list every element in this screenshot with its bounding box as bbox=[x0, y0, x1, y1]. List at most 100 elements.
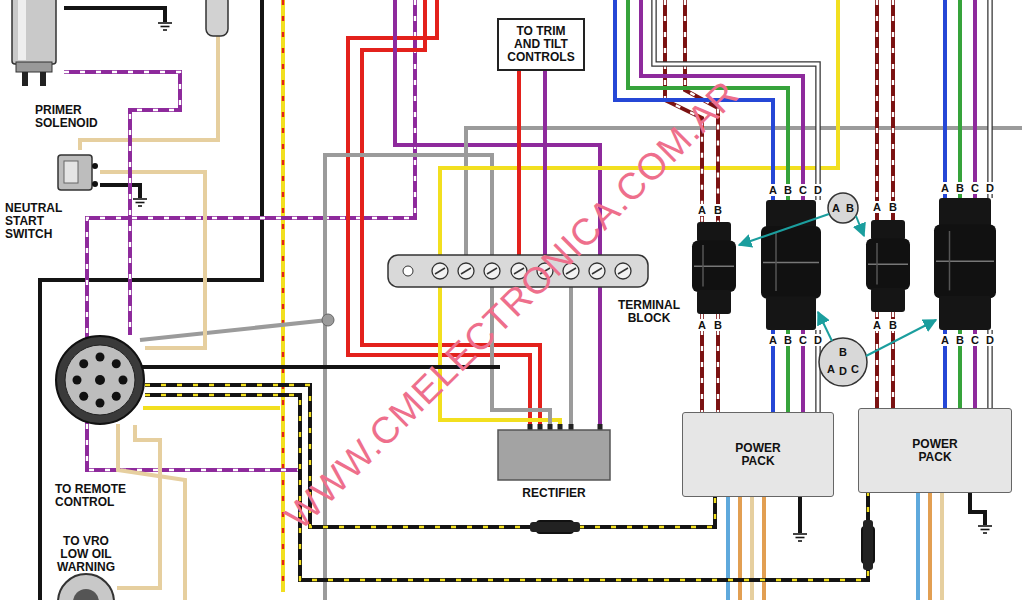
remote-control-connector-figure bbox=[55, 335, 145, 425]
wire bbox=[140, 320, 328, 340]
power-pack: POWER PACK bbox=[858, 408, 1012, 493]
pin-letter: A bbox=[872, 201, 882, 213]
terminal-screw bbox=[563, 263, 579, 279]
vro-connector-figure bbox=[55, 572, 117, 600]
part-label: TO VRO LOW OIL WARNING bbox=[51, 535, 121, 574]
part-label: RECTIFIER bbox=[498, 487, 610, 500]
solenoid-cap bbox=[16, 62, 52, 72]
leader-arrow bbox=[866, 320, 936, 356]
terminal-block: TERMINAL BLOCK bbox=[388, 255, 648, 287]
wire bbox=[40, 0, 262, 600]
wire-connector bbox=[543, 71, 547, 255]
wire bbox=[64, 8, 165, 22]
wire-connector bbox=[145, 395, 868, 580]
ground-line bbox=[163, 29, 167, 31]
plug-collar bbox=[871, 220, 905, 240]
terminal-screw bbox=[432, 263, 448, 279]
callout-face bbox=[828, 193, 858, 223]
wire bbox=[989, 0, 992, 198]
screw-slot bbox=[540, 268, 550, 274]
pin-letter: B bbox=[955, 182, 965, 194]
pin-hole bbox=[79, 359, 88, 368]
pin-hole bbox=[96, 399, 105, 408]
pin-letter: B bbox=[888, 201, 898, 213]
wire bbox=[875, 0, 879, 220]
pin-letter: A bbox=[768, 334, 778, 346]
wire bbox=[615, 0, 773, 200]
wire bbox=[325, 155, 492, 600]
ground-line bbox=[981, 529, 990, 531]
wire-stripe bbox=[892, 0, 894, 220]
wire-connector bbox=[100, 172, 205, 348]
wire bbox=[738, 497, 742, 600]
terminal-screw bbox=[484, 263, 500, 279]
pin-hole bbox=[119, 376, 128, 385]
pin-letter: D bbox=[985, 182, 995, 194]
callout-pin-letter: C bbox=[851, 363, 859, 375]
wire-connector bbox=[545, 71, 546, 255]
part-label: PRIMER SOLENOID bbox=[35, 104, 113, 130]
ground-line bbox=[978, 525, 992, 527]
plug-collar bbox=[766, 200, 816, 229]
callout-pin-letter: B bbox=[839, 346, 847, 358]
mount-hole bbox=[403, 266, 413, 276]
pin-letter: C bbox=[798, 334, 808, 346]
pin-hole bbox=[95, 375, 105, 385]
switch-terminal bbox=[92, 181, 98, 187]
ground-symbol bbox=[158, 23, 172, 30]
capsule-component bbox=[206, 0, 228, 36]
wire-connector bbox=[145, 395, 868, 580]
plug-collar bbox=[939, 198, 991, 227]
connector-plug bbox=[934, 198, 996, 330]
ground-line bbox=[136, 202, 145, 204]
pin-letter: B bbox=[955, 334, 965, 346]
pin-letter: C bbox=[798, 184, 808, 196]
wire-stripe bbox=[282, 0, 284, 592]
pin-letter: D bbox=[985, 334, 995, 346]
ground-symbol bbox=[133, 199, 147, 206]
wire bbox=[726, 497, 730, 600]
screw-slot bbox=[592, 268, 602, 274]
wire bbox=[958, 0, 962, 198]
vro-connector: TO VRO LOW OIL WARNING bbox=[55, 572, 117, 600]
wire bbox=[928, 493, 932, 600]
terminal-screw bbox=[537, 263, 553, 279]
callout-pin-letter: D bbox=[839, 365, 847, 377]
plug-highlight bbox=[775, 233, 777, 292]
screw-slot bbox=[487, 268, 497, 274]
wire-connector-stripe bbox=[145, 395, 868, 580]
terminal-screw bbox=[615, 263, 631, 279]
wire bbox=[798, 497, 802, 533]
pin-letter: B bbox=[713, 204, 723, 216]
wire bbox=[100, 185, 140, 198]
switch-terminal bbox=[92, 163, 98, 169]
part-label: POWER PACK bbox=[718, 442, 798, 468]
wire bbox=[940, 493, 944, 600]
rectifier-figure bbox=[498, 430, 610, 480]
pin-letter: B bbox=[783, 334, 793, 346]
neutral-start-switch: NEUTRAL START SWITCH bbox=[55, 150, 100, 195]
part-label: TO REMOTE CONTROL bbox=[55, 483, 145, 509]
terminal-screw bbox=[458, 263, 474, 279]
wire bbox=[654, 0, 818, 200]
wire bbox=[973, 0, 977, 198]
part-label: POWER PACK bbox=[895, 438, 975, 464]
wire bbox=[970, 493, 985, 525]
part-label: NEUTRAL START SWITCH bbox=[5, 202, 73, 241]
wire-connector bbox=[117, 425, 160, 588]
pin-hole bbox=[112, 359, 121, 368]
plug-body bbox=[934, 224, 996, 298]
pin-letter: B bbox=[783, 184, 793, 196]
part-label: TO TRIM AND TILT CONTROLS bbox=[503, 25, 579, 64]
pin-letter: A bbox=[768, 184, 778, 196]
pin-hole bbox=[112, 392, 121, 401]
wire bbox=[916, 493, 920, 600]
wire bbox=[281, 0, 285, 592]
inline-plug-collar bbox=[530, 522, 580, 532]
screw-slot bbox=[514, 268, 524, 274]
wire-outline bbox=[987, 0, 993, 198]
screw-slot bbox=[461, 268, 471, 274]
pin-letter: C bbox=[970, 182, 980, 194]
